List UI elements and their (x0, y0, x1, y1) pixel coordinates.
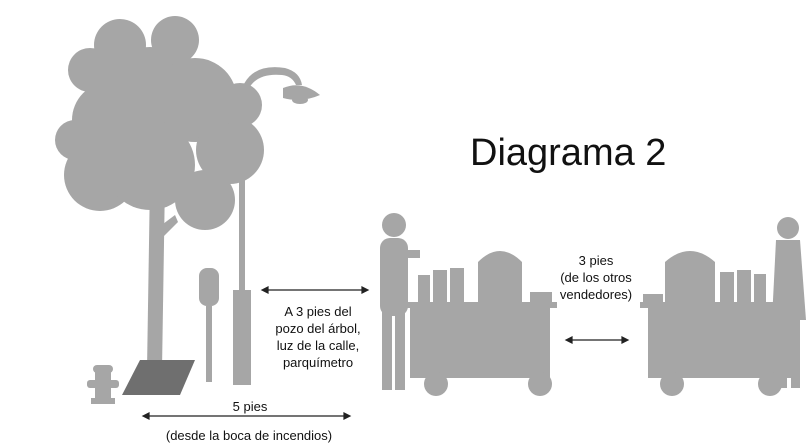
tree-pit (122, 360, 195, 395)
clearance-label-line: A 3 pies del (284, 304, 352, 319)
vendor-gap-arrow (564, 336, 630, 344)
vendor-gap-label-line: vendedores) (559, 287, 633, 302)
tree (55, 16, 264, 370)
hydrant-distance-arrow (141, 412, 352, 420)
vendor-person-right (772, 217, 806, 388)
hydrant-note-label: (desde la boca de incendios) (165, 428, 333, 443)
clearance-label-line: luz de la calle, (276, 338, 360, 353)
hydrant-distance-label: 5 pies (232, 399, 268, 414)
fire-hydrant (87, 365, 119, 404)
vendor-person-left (380, 213, 420, 390)
clearance-label: A 3 pies del pozo del árbol, luz de la c… (262, 303, 374, 371)
clearance-label-line: parquímetro (282, 355, 354, 370)
diagram-title: Diagrama 2 (470, 132, 667, 174)
street-lamp (233, 67, 320, 385)
vendor-gap-label-line: (de los otros (560, 270, 632, 285)
vendor-cart-right (640, 251, 795, 396)
clearance-arrow (260, 286, 370, 294)
vendor-gap-label-line: 3 pies (578, 253, 614, 268)
vendor-cart-left (405, 251, 557, 396)
parking-meter (199, 268, 219, 382)
clearance-label-line: pozo del árbol, (275, 321, 361, 336)
vendor-gap-label: 3 pies (de los otros vendedores) (536, 252, 656, 303)
